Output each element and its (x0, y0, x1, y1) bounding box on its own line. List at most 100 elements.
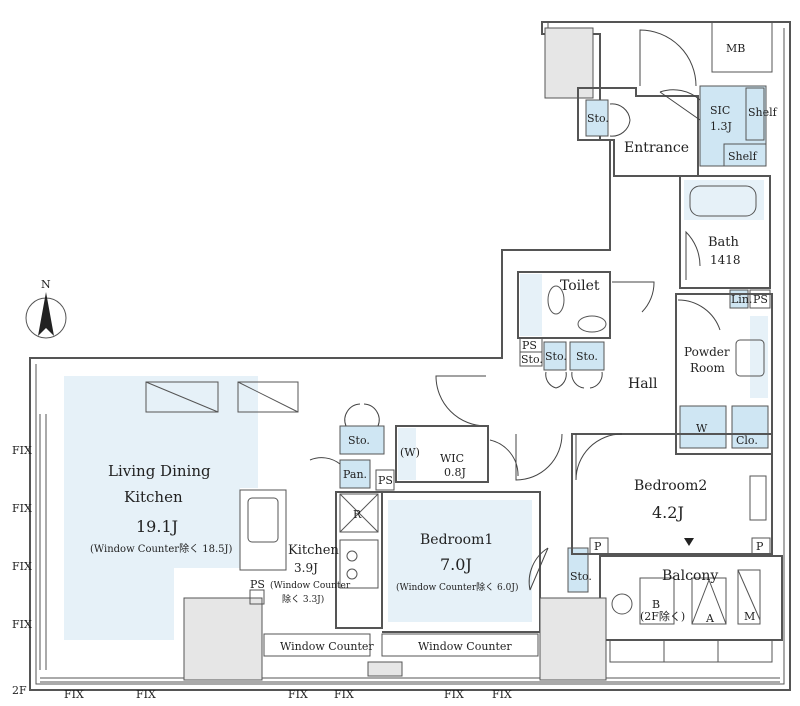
fix-bottom-1: FIX (64, 688, 84, 701)
ldk-ac-1 (145, 381, 219, 413)
clo-box (731, 405, 769, 449)
sto-kitchen (339, 425, 385, 455)
wic-shelf (398, 428, 416, 480)
kitchen-sink (247, 497, 279, 543)
ldk-label-2: Kitchen (124, 488, 183, 506)
powder-room (675, 293, 773, 455)
balcony-rail (609, 639, 773, 663)
sic-label: SIC (710, 104, 730, 117)
fridge-x2 (339, 493, 379, 533)
toilet-cabinet (520, 274, 542, 336)
sto-hall-2-label: Sto. (576, 350, 598, 363)
door-powder (677, 299, 721, 331)
ldk-ac-2 (237, 381, 299, 413)
bath-room (679, 175, 771, 289)
sto-bedroom1-label: Sto. (570, 570, 592, 583)
sic-size: 1.3J (710, 120, 732, 133)
wic-room (395, 425, 489, 483)
sto-bedroom1 (567, 547, 589, 593)
door-pan (309, 457, 341, 465)
sto-entrance (585, 99, 609, 137)
p-right-label: P (756, 540, 764, 553)
door-bedroom1-sto (528, 547, 549, 591)
b-label: B (652, 598, 660, 611)
door-sto-hall (545, 371, 603, 389)
bedroom2-size: 4.2J (652, 503, 684, 522)
bedroom1-size: 7.0J (440, 555, 472, 574)
clo-label: Clo. (736, 434, 758, 447)
kitchen-note-2: 除く 3.3J) (282, 593, 324, 605)
a-label: A (705, 612, 715, 625)
bedroom1-note: (Window Counter除く 6.0J) (396, 581, 518, 593)
pillar-center (367, 661, 403, 677)
window-counter-1 (263, 633, 371, 657)
kitchen-room (335, 491, 383, 629)
kitchen-counter-island (239, 489, 287, 571)
shelf-right (745, 87, 765, 141)
balcony-m (737, 569, 761, 625)
w-label: W (696, 422, 708, 435)
sto-kitchen-label: Sto. (348, 434, 370, 447)
north-arrow: N (25, 278, 67, 339)
floor-label: 2F (12, 684, 27, 697)
washer-box (679, 405, 727, 449)
sto-entrance-label: Sto. (587, 112, 609, 125)
kitchen-label: Kitchen (288, 543, 339, 558)
powder-sink (735, 339, 765, 377)
exterior-wall (29, 21, 791, 691)
pan-box (339, 459, 371, 489)
fix-bottom-6: FIX (492, 688, 512, 701)
shelf-bottom (723, 143, 767, 167)
ps-ldk (249, 589, 265, 605)
sto-hall-2 (569, 341, 605, 371)
pillar-bottom-left (183, 597, 263, 681)
ldk-size: 19.1J (136, 517, 178, 536)
entrance-label: Entrance (624, 140, 689, 156)
wic-size: 0.8J (444, 466, 466, 479)
door-bath (685, 230, 701, 280)
hall-label: Hall (628, 376, 658, 392)
r-label: R (353, 508, 362, 521)
ldk-note: (Window Counter除く 18.5J) (90, 542, 233, 555)
powder-vanity (750, 316, 768, 398)
m-label: M (744, 610, 755, 623)
bathtub (689, 185, 757, 217)
kitchen-note-1: (Window Counter (270, 580, 351, 591)
door-sic (659, 89, 701, 121)
bedroom1-floor (388, 500, 532, 622)
shelf-right-label: Shelf (748, 106, 778, 119)
toilet-label: Toilet (560, 278, 600, 294)
stove (339, 539, 379, 589)
mb-label: MB (726, 42, 745, 55)
wcab-label: (W) (400, 446, 420, 459)
ps-toilet-label: PS (522, 339, 537, 352)
fridge-box (339, 493, 379, 533)
wic-label: WIC (440, 452, 464, 465)
toilet-sink (547, 285, 565, 315)
ps-bath (749, 289, 771, 309)
balcony-b (639, 577, 675, 625)
bath-label: Bath (708, 235, 740, 250)
bath-size: 1418 (710, 253, 741, 267)
fix-bottom-4: FIX (334, 688, 354, 701)
north-label: N (41, 278, 51, 291)
fix-left-2: FIX (12, 502, 32, 515)
fix-left-1: FIX (12, 444, 32, 457)
ps-bath-label: PS (753, 293, 768, 306)
balcony-drain (611, 593, 633, 615)
door-ldk (435, 375, 487, 427)
door-entrance (639, 29, 697, 87)
balcony-label: Balcony (662, 568, 718, 584)
kitchen-size: 3.9J (294, 561, 318, 575)
ps-kitchen-label: PS (378, 474, 393, 487)
bedroom2-walls (571, 433, 773, 555)
toilet-bowl (577, 315, 607, 333)
pillar-top (544, 27, 594, 99)
balcony-a (691, 577, 727, 625)
fix-bottom-2: FIX (136, 688, 156, 701)
ldk-ac-1-diag (145, 381, 219, 413)
burner-1 (346, 550, 358, 562)
door-wic (489, 439, 519, 477)
p-left-label: P (594, 540, 602, 553)
